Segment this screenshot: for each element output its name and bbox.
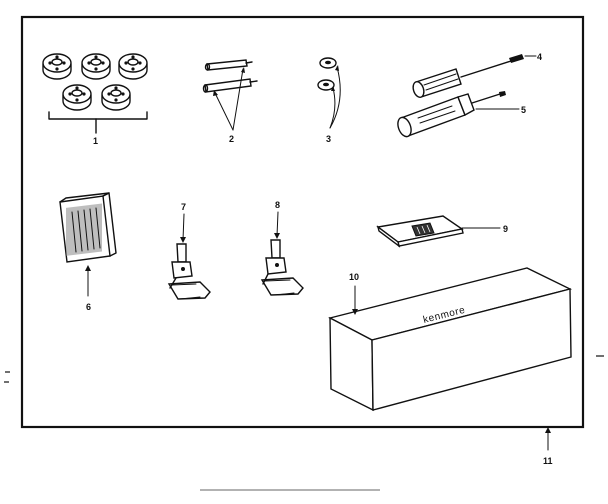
part-5-small-screwdriver — [397, 91, 520, 138]
bobbin — [101, 84, 131, 111]
callout-6: 6 — [86, 302, 91, 312]
part-7-presser-foot — [167, 213, 211, 300]
part-1-bobbins — [42, 53, 148, 134]
part-11-accessory-set-pointer — [545, 427, 551, 451]
part-2-spool-pins — [202, 59, 258, 131]
part-9-throat-plate — [376, 215, 501, 248]
bobbin — [42, 53, 72, 80]
part-10-storage-box: kenmore — [328, 267, 573, 412]
bobbin — [118, 53, 148, 80]
callout-10: 10 — [349, 272, 359, 282]
callout-2: 2 — [229, 134, 234, 144]
callout-1: 1 — [93, 136, 98, 146]
part-3-spool-felts — [317, 57, 341, 129]
part-8-presser-foot — [260, 211, 304, 296]
bobbin — [62, 84, 92, 111]
callout-3: 3 — [326, 134, 331, 144]
diagram-frame — [20, 15, 585, 429]
callout-7: 7 — [181, 202, 186, 212]
callout-4: 4 — [537, 52, 542, 62]
callout-5: 5 — [521, 105, 526, 115]
part-6-needle-pack — [59, 192, 117, 297]
bobbin — [81, 53, 111, 80]
callout-9: 9 — [503, 224, 508, 234]
part-4-large-screwdriver — [412, 54, 537, 98]
callout-11: 11 — [543, 456, 553, 466]
callout-8: 8 — [275, 200, 280, 210]
